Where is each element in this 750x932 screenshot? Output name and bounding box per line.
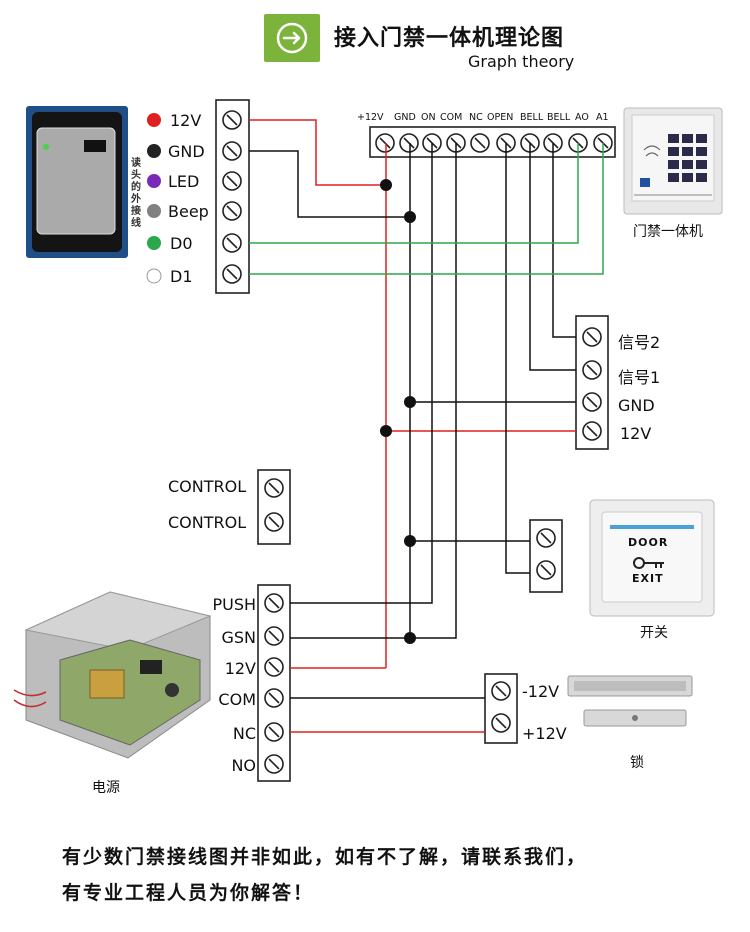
reader-wire-gnd: GND: [168, 142, 205, 161]
power-label-push: PUSH: [212, 595, 256, 614]
footer-note-line-1: 有少数门禁接线图并非如此，如有不了解，请联系我们，: [62, 846, 588, 868]
terminal-label-bell-1: BELL: [520, 112, 544, 123]
wire-dot-d0: [147, 236, 161, 250]
terminal-label-nc: NC: [469, 112, 483, 123]
power-label-no: NO: [231, 756, 256, 775]
terminal-label-com: COM: [440, 112, 463, 123]
power-supply-caption: 电源: [92, 780, 120, 796]
reader-wire-12v: 12V: [170, 111, 202, 130]
terminal-label-bell-2: BELL: [547, 112, 571, 123]
lock-label-neg12v: -12V: [522, 682, 560, 701]
terminal-label-on: ON: [421, 112, 436, 123]
card-reader: [26, 106, 128, 258]
wire-dot-gnd: [147, 144, 161, 158]
keypad-caption: 门禁一体机: [633, 224, 703, 240]
terminal-label-a1: A1: [596, 112, 609, 123]
power-label-com: COM: [218, 690, 256, 709]
wire-dot-d1: [146, 268, 162, 284]
footer-note-line-2: 有专业工程人员为你解答！: [62, 882, 315, 904]
terminal-label-gnd: GND: [394, 112, 416, 123]
control-label-1: CONTROL: [168, 477, 247, 496]
terminal-label-12v: +12V: [357, 112, 384, 123]
reader-wire-d0: D0: [170, 234, 193, 253]
wire-dot-beep: [147, 204, 161, 218]
reader-wire-led: LED: [168, 172, 200, 191]
keypad-device: [623, 107, 723, 215]
signal-label-12v: 12V: [620, 424, 652, 443]
reader-wire-beep: Beep: [168, 202, 209, 221]
terminal-label-open: OPEN: [487, 112, 514, 123]
power-label-nc: NC: [232, 724, 256, 743]
lock-caption: 锁: [630, 755, 644, 771]
magnetic-lock-device: [567, 675, 693, 727]
exit-button-exit-text: EXIT: [632, 572, 664, 585]
reader-vertical-label: 读头的外接线: [131, 158, 141, 229]
signal-label-2: 信号2: [618, 333, 661, 352]
power-label-gsn: GSN: [221, 628, 256, 647]
reader-wire-d1: D1: [170, 267, 193, 286]
lock-label-pos12v: +12V: [522, 724, 567, 743]
page-subtitle: Graph theory: [468, 52, 575, 71]
signal-label-1: 信号1: [618, 368, 661, 387]
power-supply-device: [13, 591, 212, 759]
page-title: 接入门禁一体机理论图: [334, 26, 565, 51]
terminal-label-ao: AO: [575, 112, 589, 123]
exit-switch-caption: 开关: [640, 625, 668, 641]
power-label-12v: 12V: [224, 659, 256, 678]
control-label-2: CONTROL: [168, 513, 247, 532]
signal-label-gnd: GND: [618, 396, 655, 415]
wire-dot-12v: [147, 113, 161, 127]
wire-dot-led: [147, 174, 161, 188]
exit-button-door-text: DOOR: [628, 536, 669, 549]
arrow-right-icon: [264, 14, 320, 62]
exit-button-device: [589, 499, 715, 617]
